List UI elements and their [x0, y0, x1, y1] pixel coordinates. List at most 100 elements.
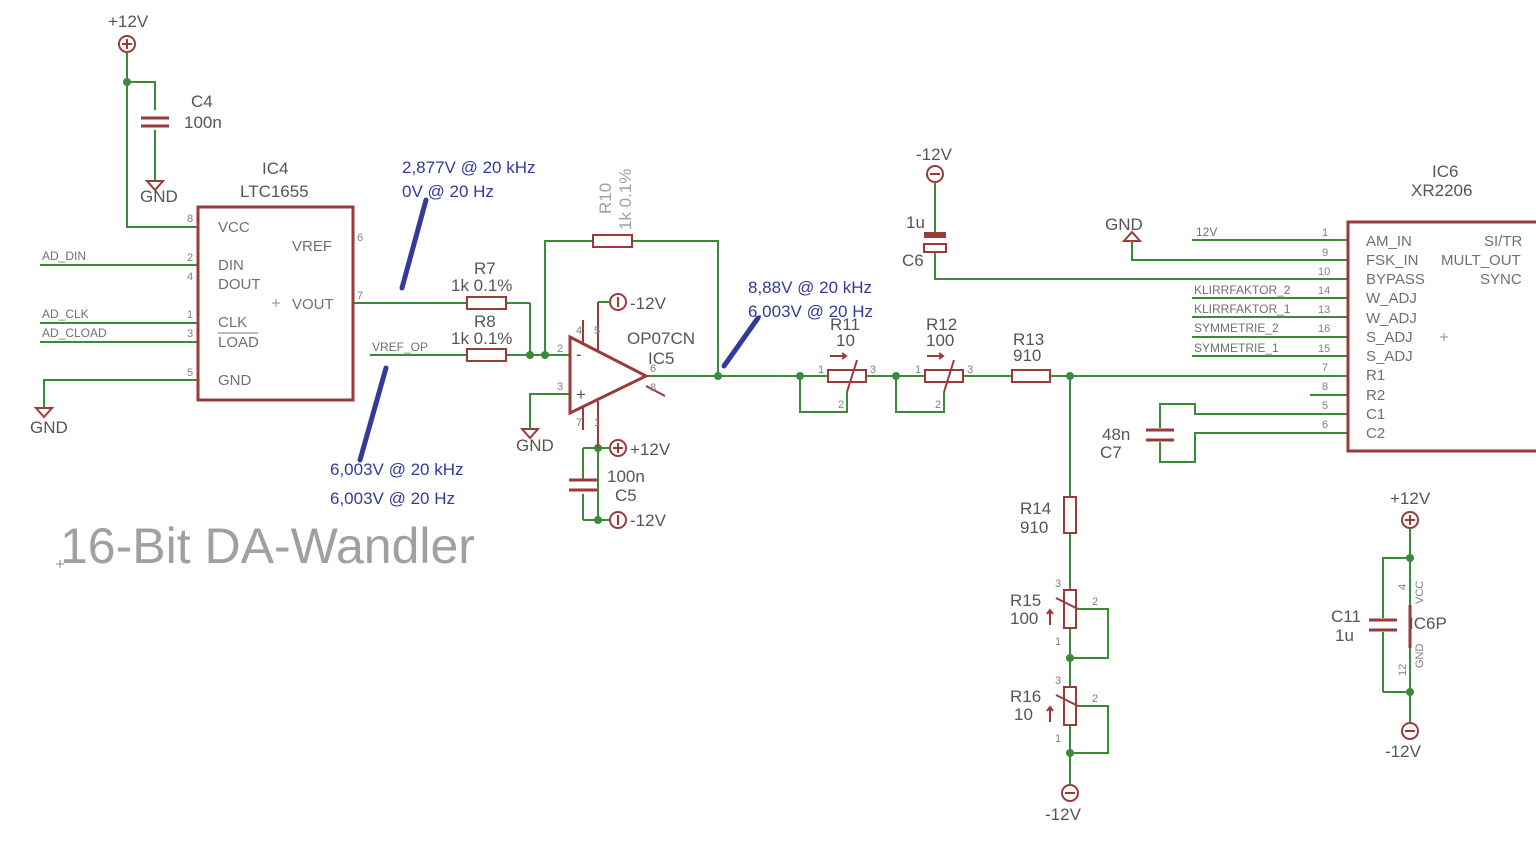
gnd-ic4: GND [30, 407, 68, 437]
ic4-pin-label: DOUT [218, 276, 261, 293]
ic6-pin-num: 1 [1322, 227, 1328, 239]
opamp-ic5: - + 2 3 4 5 6 7 8 1 OP07CN IC5 [557, 302, 695, 448]
supply-minus12v-r16: -12V [1045, 784, 1082, 824]
net-ad-din: AD_DIN [42, 249, 86, 263]
ic6-pin-label: AM_IN [1366, 233, 1412, 250]
c11-name: C11 [1331, 607, 1361, 626]
junctions [123, 78, 1414, 757]
trimmer-r11: R11 10 1 2 3 [818, 315, 876, 411]
supply-minus12v-ic6p: -12V [1385, 722, 1422, 761]
r14-value: 910 [1020, 518, 1048, 537]
ic5-pin: 3 [557, 381, 563, 393]
ic4-pin-label: LOAD [218, 334, 259, 351]
ic4-pin-num: 4 [187, 271, 193, 283]
annot-vref-high: 6,003V @ 20 kHz [330, 460, 464, 479]
c4-value: 100n [184, 113, 222, 132]
capacitor-c5: 100n C5 [569, 467, 645, 505]
ic5-pin: 7 [576, 417, 582, 429]
supply-label: +12V [630, 440, 671, 459]
r14-name: R14 [1020, 499, 1051, 518]
ic5-pin: 2 [557, 343, 563, 355]
resistor-r8: R8 1k 0.1% [451, 312, 512, 362]
ic4-ltc1655: IC4 LTC1655 VCC DIN DOUT CLK LOAD GND VR… [187, 159, 363, 402]
pot-pin: 1 [1055, 733, 1061, 745]
c6-name: C6 [902, 251, 924, 270]
c5-name: C5 [615, 486, 637, 505]
r10-value: 1k 0.1% [616, 169, 635, 230]
ic6p-pin-label: VCC [1414, 581, 1426, 604]
ic6-pin-label: FSK_IN [1366, 252, 1419, 269]
supply-label: -12V [916, 145, 953, 164]
ic6-pin-label: W_ADJ [1366, 310, 1417, 327]
r8-value: 1k 0.1% [451, 329, 512, 348]
voltage-annotations: 2,877V @ 20 kHz 0V @ 20 Hz 6,003V @ 20 k… [330, 158, 873, 508]
annot-vout-low: 0V @ 20 Hz [402, 182, 494, 201]
annot-out-low: 6,003V @ 20 Hz [748, 302, 873, 321]
capacitor-c4: C4 100n [141, 92, 222, 132]
ic4-pin-label: VOUT [292, 296, 334, 313]
ic5-pin: 8 [650, 382, 656, 394]
r15-value: 100 [1010, 609, 1038, 628]
ic6-name: IC6 [1432, 162, 1458, 181]
ic6-pin-num: 14 [1318, 285, 1330, 297]
ic5-pin: 6 [650, 363, 656, 375]
ic6-pin-num: 7 [1322, 362, 1328, 374]
ic5-pin: 4 [576, 325, 582, 337]
gnd-ic6: GND [1105, 215, 1143, 242]
ic4-pin-num: 1 [187, 309, 193, 321]
r12-name: R12 [926, 315, 957, 334]
ic6-pin-num: 5 [1322, 400, 1328, 412]
pot-pin: 3 [1055, 675, 1061, 687]
r12-value: 100 [926, 331, 954, 350]
wires [40, 52, 1411, 785]
ic6-pin-label: SI/TR [1484, 233, 1523, 250]
ic4-pin-label: CLK [218, 314, 247, 331]
ic6-pin-num: 16 [1318, 323, 1330, 335]
ic6-pin-label: S_ADJ [1366, 348, 1413, 365]
net-ad-cload: AD_CLOAD [42, 326, 107, 340]
signal-labels: AD_DIN AD_CLK AD_CLOAD VREF_OP [42, 249, 428, 354]
capacitor-c6: 1u C6 [902, 213, 947, 270]
r15-name: R15 [1010, 591, 1041, 610]
trimmer-r16: R16 10 1 2 3 [1010, 675, 1098, 745]
ic6-pin-label: R2 [1366, 387, 1385, 404]
pot-pin: 2 [838, 399, 844, 411]
resistor-r10: R10 1k 0.1% [592, 169, 635, 248]
ic4-name: IC4 [262, 159, 288, 178]
supply-ic5-plus: +12V [609, 439, 671, 459]
ic4-part: LTC1655 [240, 182, 309, 201]
c4-name: C4 [191, 92, 213, 111]
ic5-minus: - [576, 345, 582, 364]
supply-plus12v-ic6p: +12V [1390, 489, 1431, 529]
trimmer-r15: R15 100 1 2 3 [1010, 578, 1098, 648]
ic6-pin-num: 8 [1322, 381, 1328, 393]
pot-pin: 2 [935, 399, 941, 411]
c6-value: 1u [906, 213, 925, 232]
ic5-part: OP07CN [627, 329, 695, 348]
resistor-r13: R13 910 [1011, 330, 1051, 383]
ic6p-power: IC6P 4 VCC 12 GND [1397, 581, 1447, 676]
net-symm-2: SYMMETRIE_2 [1194, 321, 1279, 335]
r13-name: R13 [1013, 330, 1044, 349]
net-12v: 12V [1196, 225, 1217, 239]
ic4-pin-num: 8 [187, 213, 193, 225]
ic5-name: IC5 [648, 349, 674, 368]
ic6-pin-label: R1 [1366, 367, 1385, 384]
ic6p-name: IC6P [1409, 614, 1447, 633]
c5-value: 100n [607, 467, 645, 486]
r16-name: R16 [1010, 687, 1041, 706]
trimmer-r12: R12 100 1 2 3 [915, 315, 973, 411]
gnd-label: GND [140, 187, 178, 206]
capacitor-c7: 48n C7 [1100, 425, 1174, 462]
ic4-pin-num: 3 [187, 328, 193, 340]
r11-value: 10 [836, 331, 855, 350]
ic4-pin-label: VCC [218, 219, 250, 236]
gnd-c4: GND [140, 180, 178, 206]
c7-value: 48n [1102, 425, 1130, 444]
r8-name: R8 [474, 312, 496, 331]
net-ad-clk: AD_CLK [42, 307, 89, 321]
net-klirr-1: KLIRRFAKTOR_1 [1194, 302, 1291, 316]
ic6-pin-label: W_ADJ [1366, 290, 1417, 307]
supply-label: -12V [1385, 742, 1422, 761]
